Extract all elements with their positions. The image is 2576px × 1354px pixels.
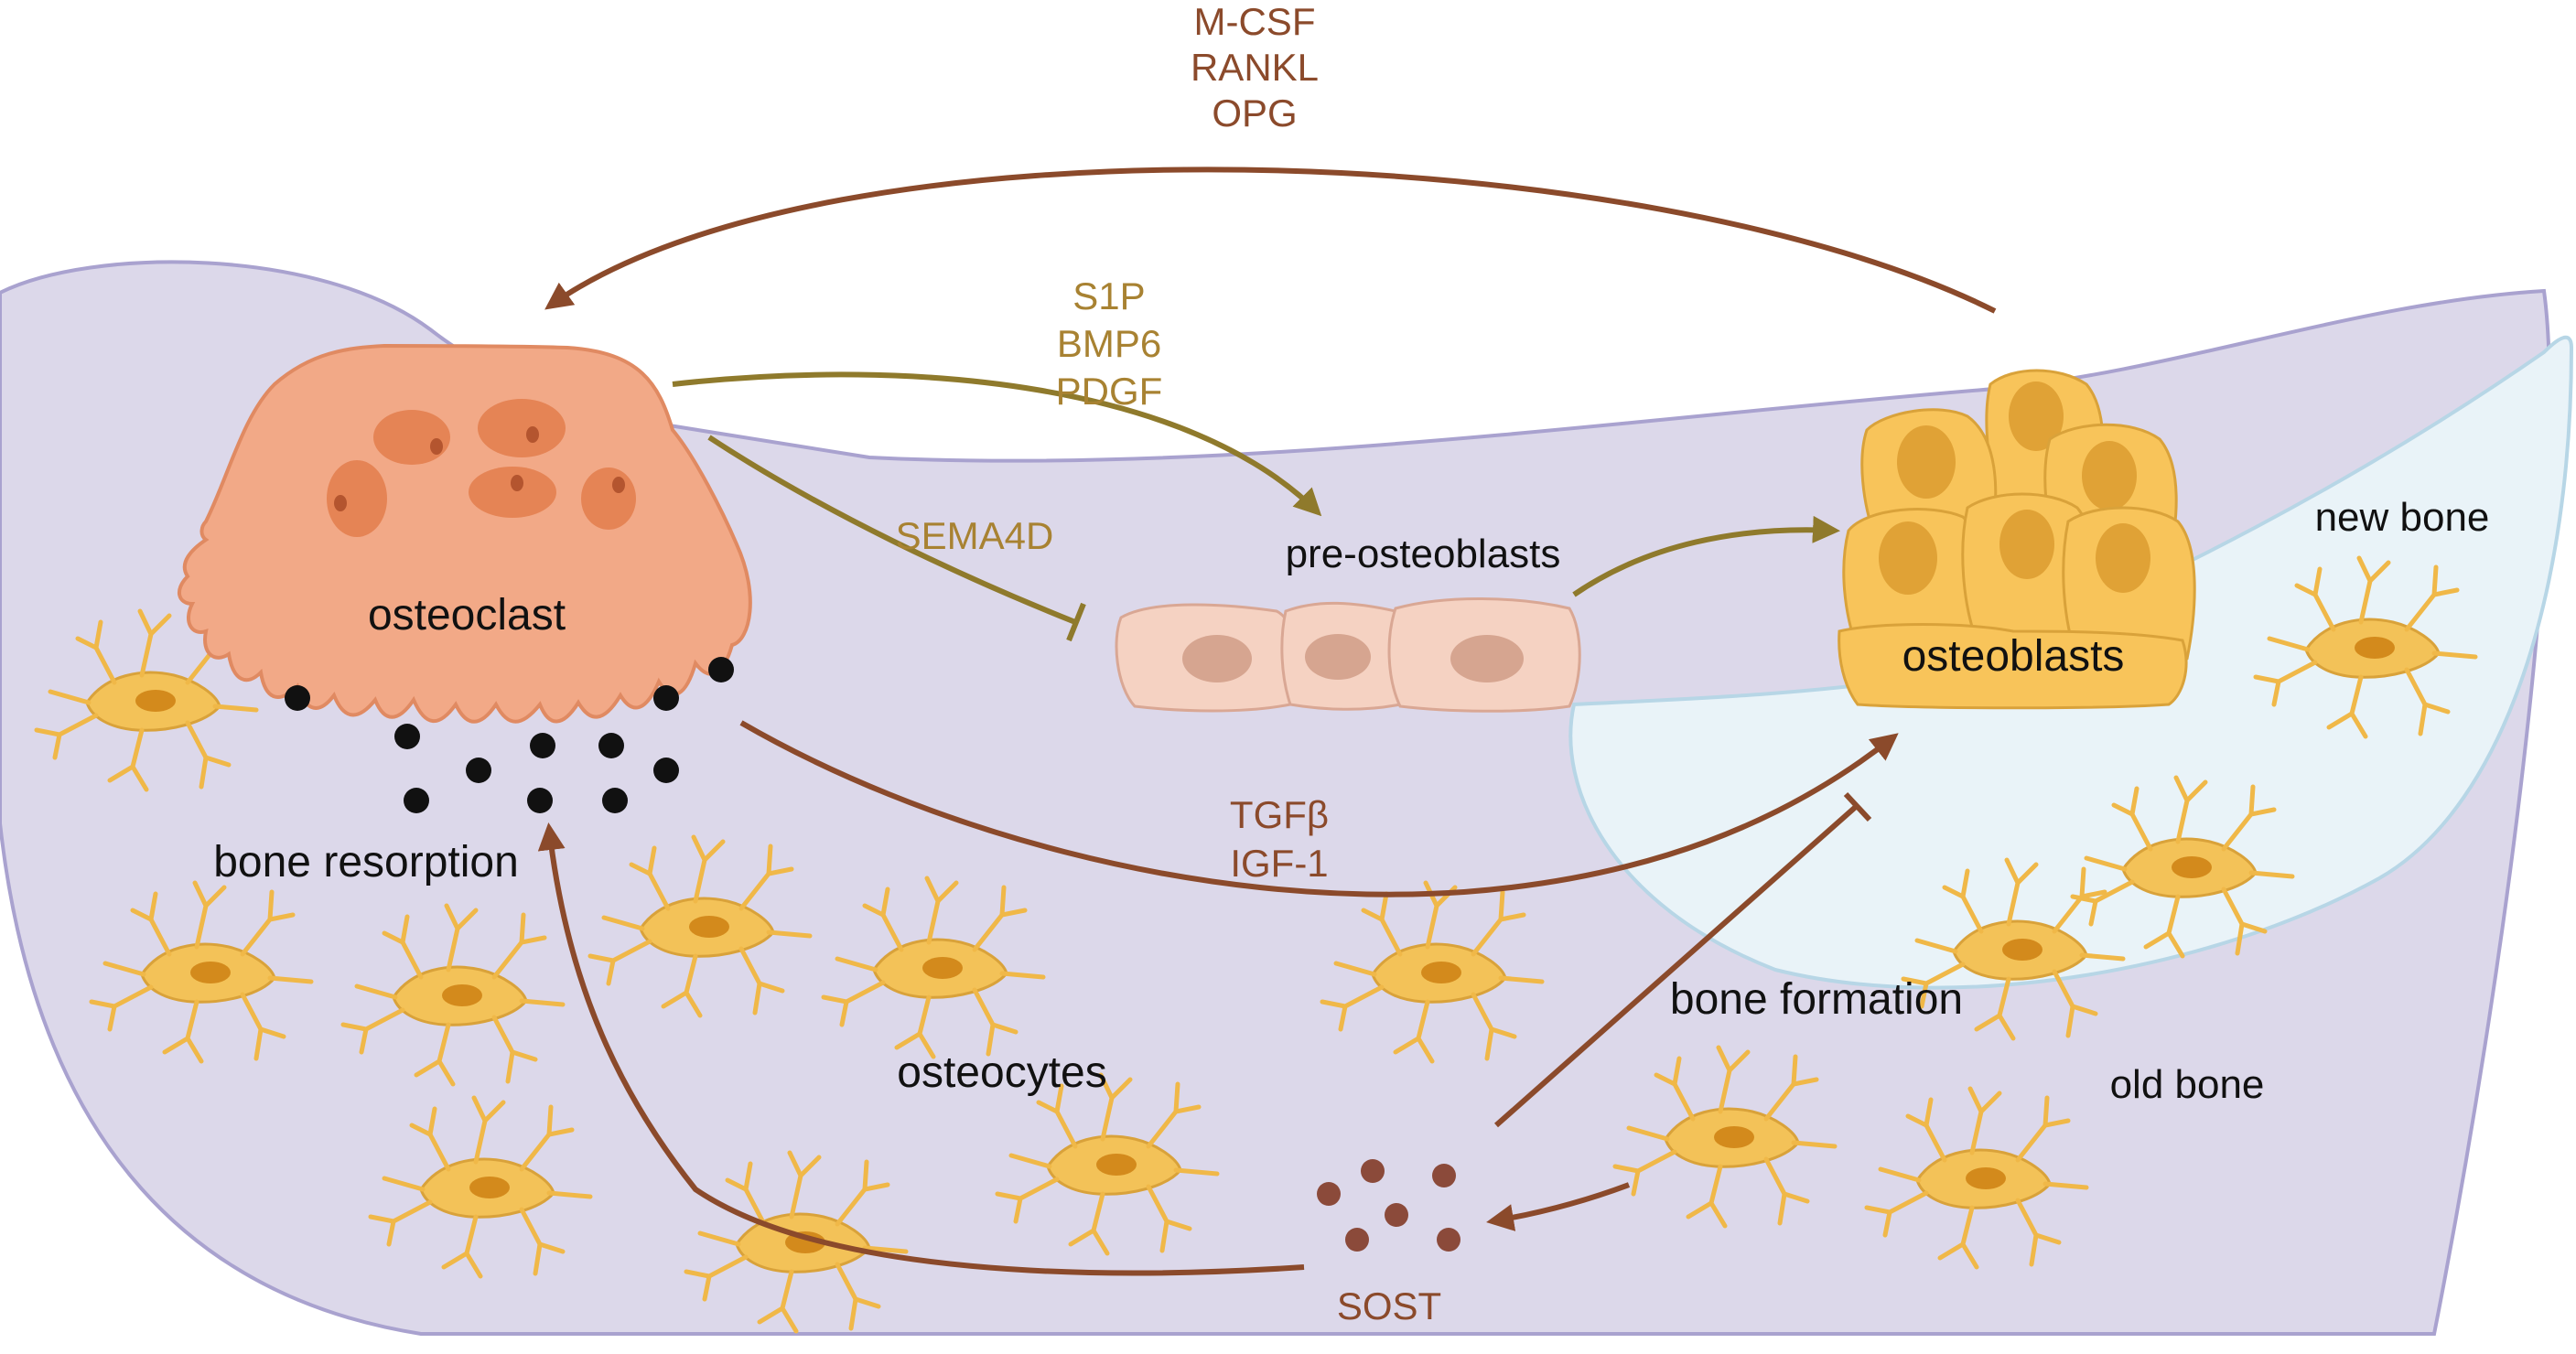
arrow-osteoblasts-to-osteoclast — [544, 167, 1997, 314]
arrow-osteocytes-to-sost — [1486, 1182, 1631, 1231]
sost-dots — [1317, 1159, 1460, 1252]
osteoclast-cell — [178, 343, 752, 724]
mid-signal-s1p: S1P — [1072, 274, 1145, 317]
top-signal-opg: OPG — [1212, 91, 1297, 134]
old-bone-label: old bone — [2110, 1062, 2265, 1107]
osteoblasts-label: osteoblasts — [1902, 632, 2125, 681]
top-signal-rankl: RANKL — [1191, 46, 1319, 89]
igf-1-label: IGF-1 — [1230, 842, 1328, 885]
bone-resorption-label: bone resorption — [213, 838, 519, 887]
osteoclast-label: osteoclast — [368, 591, 566, 639]
arrow-pre-to-osteoblasts — [1572, 515, 1840, 597]
inhibit-sema4d — [707, 435, 1077, 625]
sost-label: SOST — [1337, 1284, 1441, 1327]
tgf-beta-label: TGFβ — [1230, 793, 1329, 836]
inhibit-sost-bone-formation — [1494, 802, 1859, 1128]
arrow-tgf-to-osteoblasts — [739, 720, 1899, 897]
arrow-osteoclast-to-pre-osteoblasts — [672, 371, 1322, 517]
pre-osteoblast-cells — [1115, 597, 1581, 713]
bone-formation-label: bone formation — [1670, 975, 1963, 1024]
osteoblast-cells — [1838, 369, 2196, 710]
arrow-sost-to-bone-resorption — [537, 822, 1305, 1276]
mid-signal-bmp6: BMP6 — [1057, 322, 1161, 365]
resorption-dots — [285, 657, 734, 813]
inhibit-sost-bar — [1843, 791, 1872, 822]
inhibit-sema4d-bar — [1066, 602, 1086, 642]
new-bone-label: new bone — [2315, 495, 2490, 540]
pre-osteoblasts-label: pre-osteoblasts — [1286, 532, 1561, 576]
sema4d-label: SEMA4D — [896, 514, 1054, 557]
top-signal-mcsf: M-CSF — [1194, 0, 1316, 43]
mid-signal-pdgf: PDGF — [1056, 370, 1163, 413]
osteocytes-label: osteocytes — [897, 1048, 1106, 1097]
